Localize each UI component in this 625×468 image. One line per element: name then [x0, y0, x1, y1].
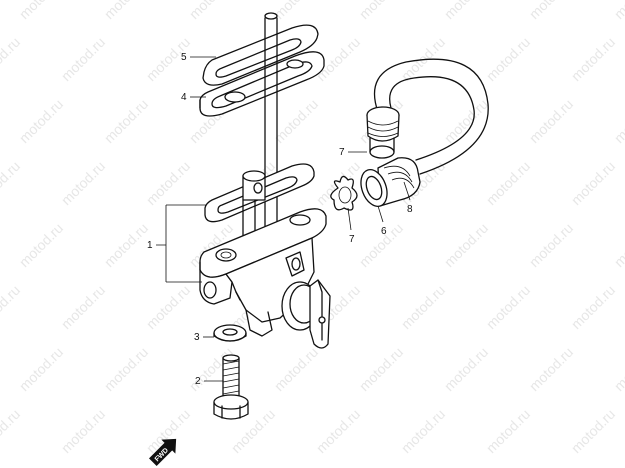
callout-4: 4 — [181, 92, 187, 103]
watermark-text: motod.ru — [58, 158, 108, 208]
watermark-text: motod.ru — [611, 0, 625, 22]
watermark-text: motod.ru — [441, 344, 491, 394]
watermark-text: motod.ru — [483, 34, 533, 84]
part-1-fuel-cock-body — [199, 208, 331, 349]
watermark-text: motod.ru — [483, 282, 533, 332]
standpipe — [264, 12, 278, 253]
watermark-text: motod.ru — [16, 0, 66, 22]
watermark-text: motod.ru — [0, 34, 23, 84]
watermark-text: motod.ru — [186, 0, 236, 22]
watermark-text: motod.ru — [568, 406, 618, 456]
watermark-text: motod.ru — [101, 96, 151, 146]
callout-8: 8 — [407, 204, 413, 215]
callout-3: 3 — [194, 332, 200, 343]
watermark-text: motod.ru — [16, 220, 66, 270]
watermark-text: motod.ru — [526, 220, 576, 270]
watermark-text: motod.ru — [101, 344, 151, 394]
watermark-text: motod.ru — [568, 158, 618, 208]
watermark-text: motod.ru — [313, 406, 363, 456]
watermark-text: motod.ru — [16, 344, 66, 394]
watermark-text: motod.ru — [398, 406, 448, 456]
callout-5: 5 — [181, 52, 187, 63]
part-8-hose-end — [360, 157, 421, 207]
pipe-bolt-head — [242, 170, 266, 251]
watermark-text: motod.ru — [143, 158, 193, 208]
watermark-text: motod.ru — [398, 282, 448, 332]
part-7-clip — [330, 175, 358, 211]
watermark-text: motod.ru — [441, 96, 491, 146]
callout-7-upper: 7 — [339, 147, 345, 158]
watermark-text: motod.ru — [143, 282, 193, 332]
part-6-hose — [366, 58, 489, 175]
watermark-text: motod.ru — [483, 158, 533, 208]
watermark-text: motod.ru — [0, 158, 23, 208]
watermark-text: motod.ru — [356, 0, 406, 22]
watermark-text: motod.ru — [58, 406, 108, 456]
leader-lines — [156, 56, 411, 382]
part-5-gasket — [202, 24, 319, 86]
watermark-text: motod.ru — [271, 0, 321, 22]
callout-6: 6 — [381, 226, 387, 237]
watermark-text: motod.ru — [441, 0, 491, 22]
watermark-text: motod.ru — [611, 220, 625, 270]
watermark-text: motod.ru — [271, 96, 321, 146]
watermark-text: motod.ru — [271, 344, 321, 394]
watermark-text: motod.ru — [568, 282, 618, 332]
part-4-filter-frame — [199, 51, 325, 117]
watermark-text: motod.ru — [0, 282, 23, 332]
watermark-text: motod.ru — [441, 220, 491, 270]
watermark-text: motod.ru — [568, 34, 618, 84]
watermark-text: motod.ru — [101, 0, 151, 22]
watermark-text: motod.ru — [526, 344, 576, 394]
callout-labels: 5 4 1 3 2 7 7 6 8 — [147, 52, 413, 387]
watermark-text: motod.ru — [58, 34, 108, 84]
callout-2: 2 — [195, 376, 201, 387]
part-3-washer — [213, 324, 247, 342]
watermark-text: motod.ru — [16, 96, 66, 146]
watermark-text: motod.ru — [526, 0, 576, 22]
part-2-bolt — [213, 354, 249, 420]
watermark-text: motod.ru — [0, 406, 23, 456]
watermark-text: motod.ru — [58, 282, 108, 332]
watermark-text: motod.ru — [611, 96, 625, 146]
watermark-text: motod.ru — [483, 406, 533, 456]
watermark-text: motod.ru — [356, 344, 406, 394]
callout-7-lower: 7 — [349, 234, 355, 245]
watermark-text: motod.ru — [611, 344, 625, 394]
watermark-text: motod.ru — [526, 96, 576, 146]
callout-1: 1 — [147, 240, 153, 251]
watermark-text: motod.ru — [101, 220, 151, 270]
